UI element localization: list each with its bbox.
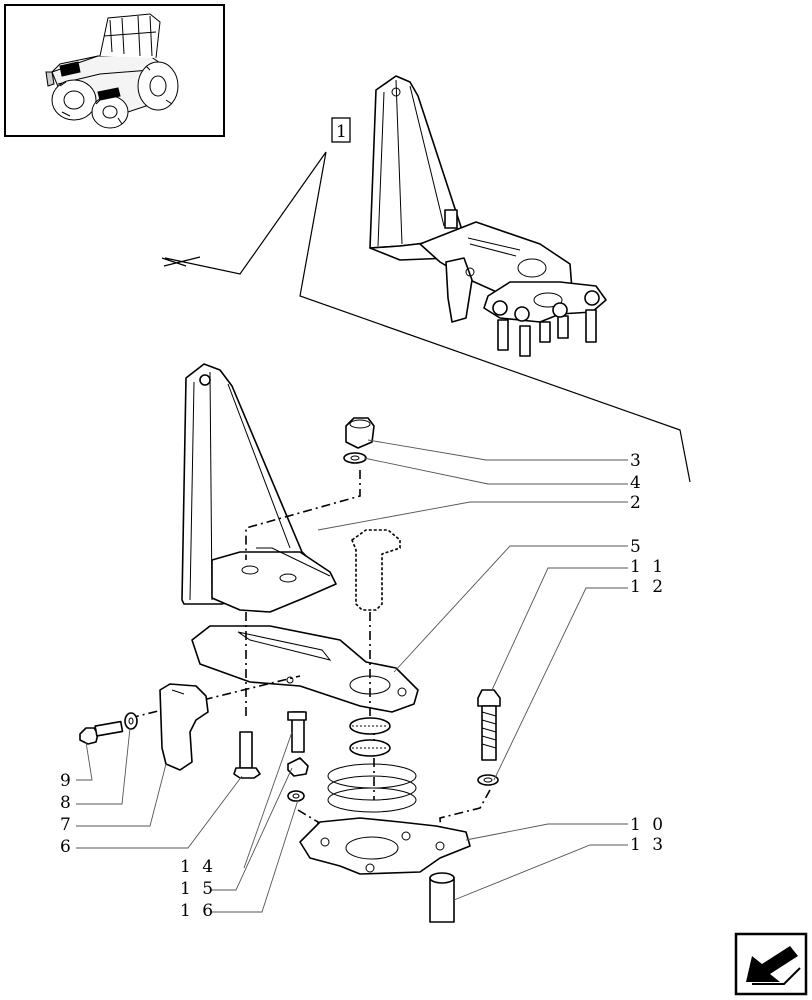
callout-10: 1 0 <box>630 815 666 835</box>
callout-7: 7 <box>60 815 74 835</box>
lever-handle <box>159 683 209 771</box>
upright-bracket <box>181 363 337 613</box>
callout-16: 1 6 <box>180 901 216 921</box>
pivot-pin <box>351 529 401 611</box>
stud-nut-washer <box>287 711 309 802</box>
slider-plate <box>191 625 419 713</box>
callout-4: 4 <box>630 473 644 493</box>
serrated-washers <box>349 717 391 757</box>
callout-14: 1 4 <box>180 857 216 877</box>
coil-spring <box>327 763 417 813</box>
callout-8: 8 <box>60 793 74 813</box>
bolt-6 <box>233 731 261 779</box>
callout-3: 3 <box>630 451 644 471</box>
long-bolt <box>477 689 501 786</box>
arrow-left-icon[interactable] <box>734 932 808 996</box>
callout-6: 6 <box>60 837 74 857</box>
callout-2: 2 <box>630 493 644 513</box>
reference-box-label: 1 <box>336 122 350 142</box>
callout-13: 1 3 <box>630 835 666 855</box>
spacer-bush <box>429 872 455 923</box>
assembled-bracket-view <box>369 75 607 357</box>
callout-15: 1 5 <box>180 879 216 899</box>
callout-9: 9 <box>60 771 74 791</box>
reference-box: 1 <box>331 117 351 143</box>
tractor-thumbnail[interactable] <box>4 4 225 137</box>
small-bolt-and-washer <box>79 712 138 745</box>
callout-5: 5 <box>630 537 644 557</box>
flange-plate <box>299 817 471 875</box>
callout-12: 1 2 <box>630 577 666 597</box>
nut-and-washer <box>343 417 375 464</box>
callout-11: 1 1 <box>630 557 666 577</box>
